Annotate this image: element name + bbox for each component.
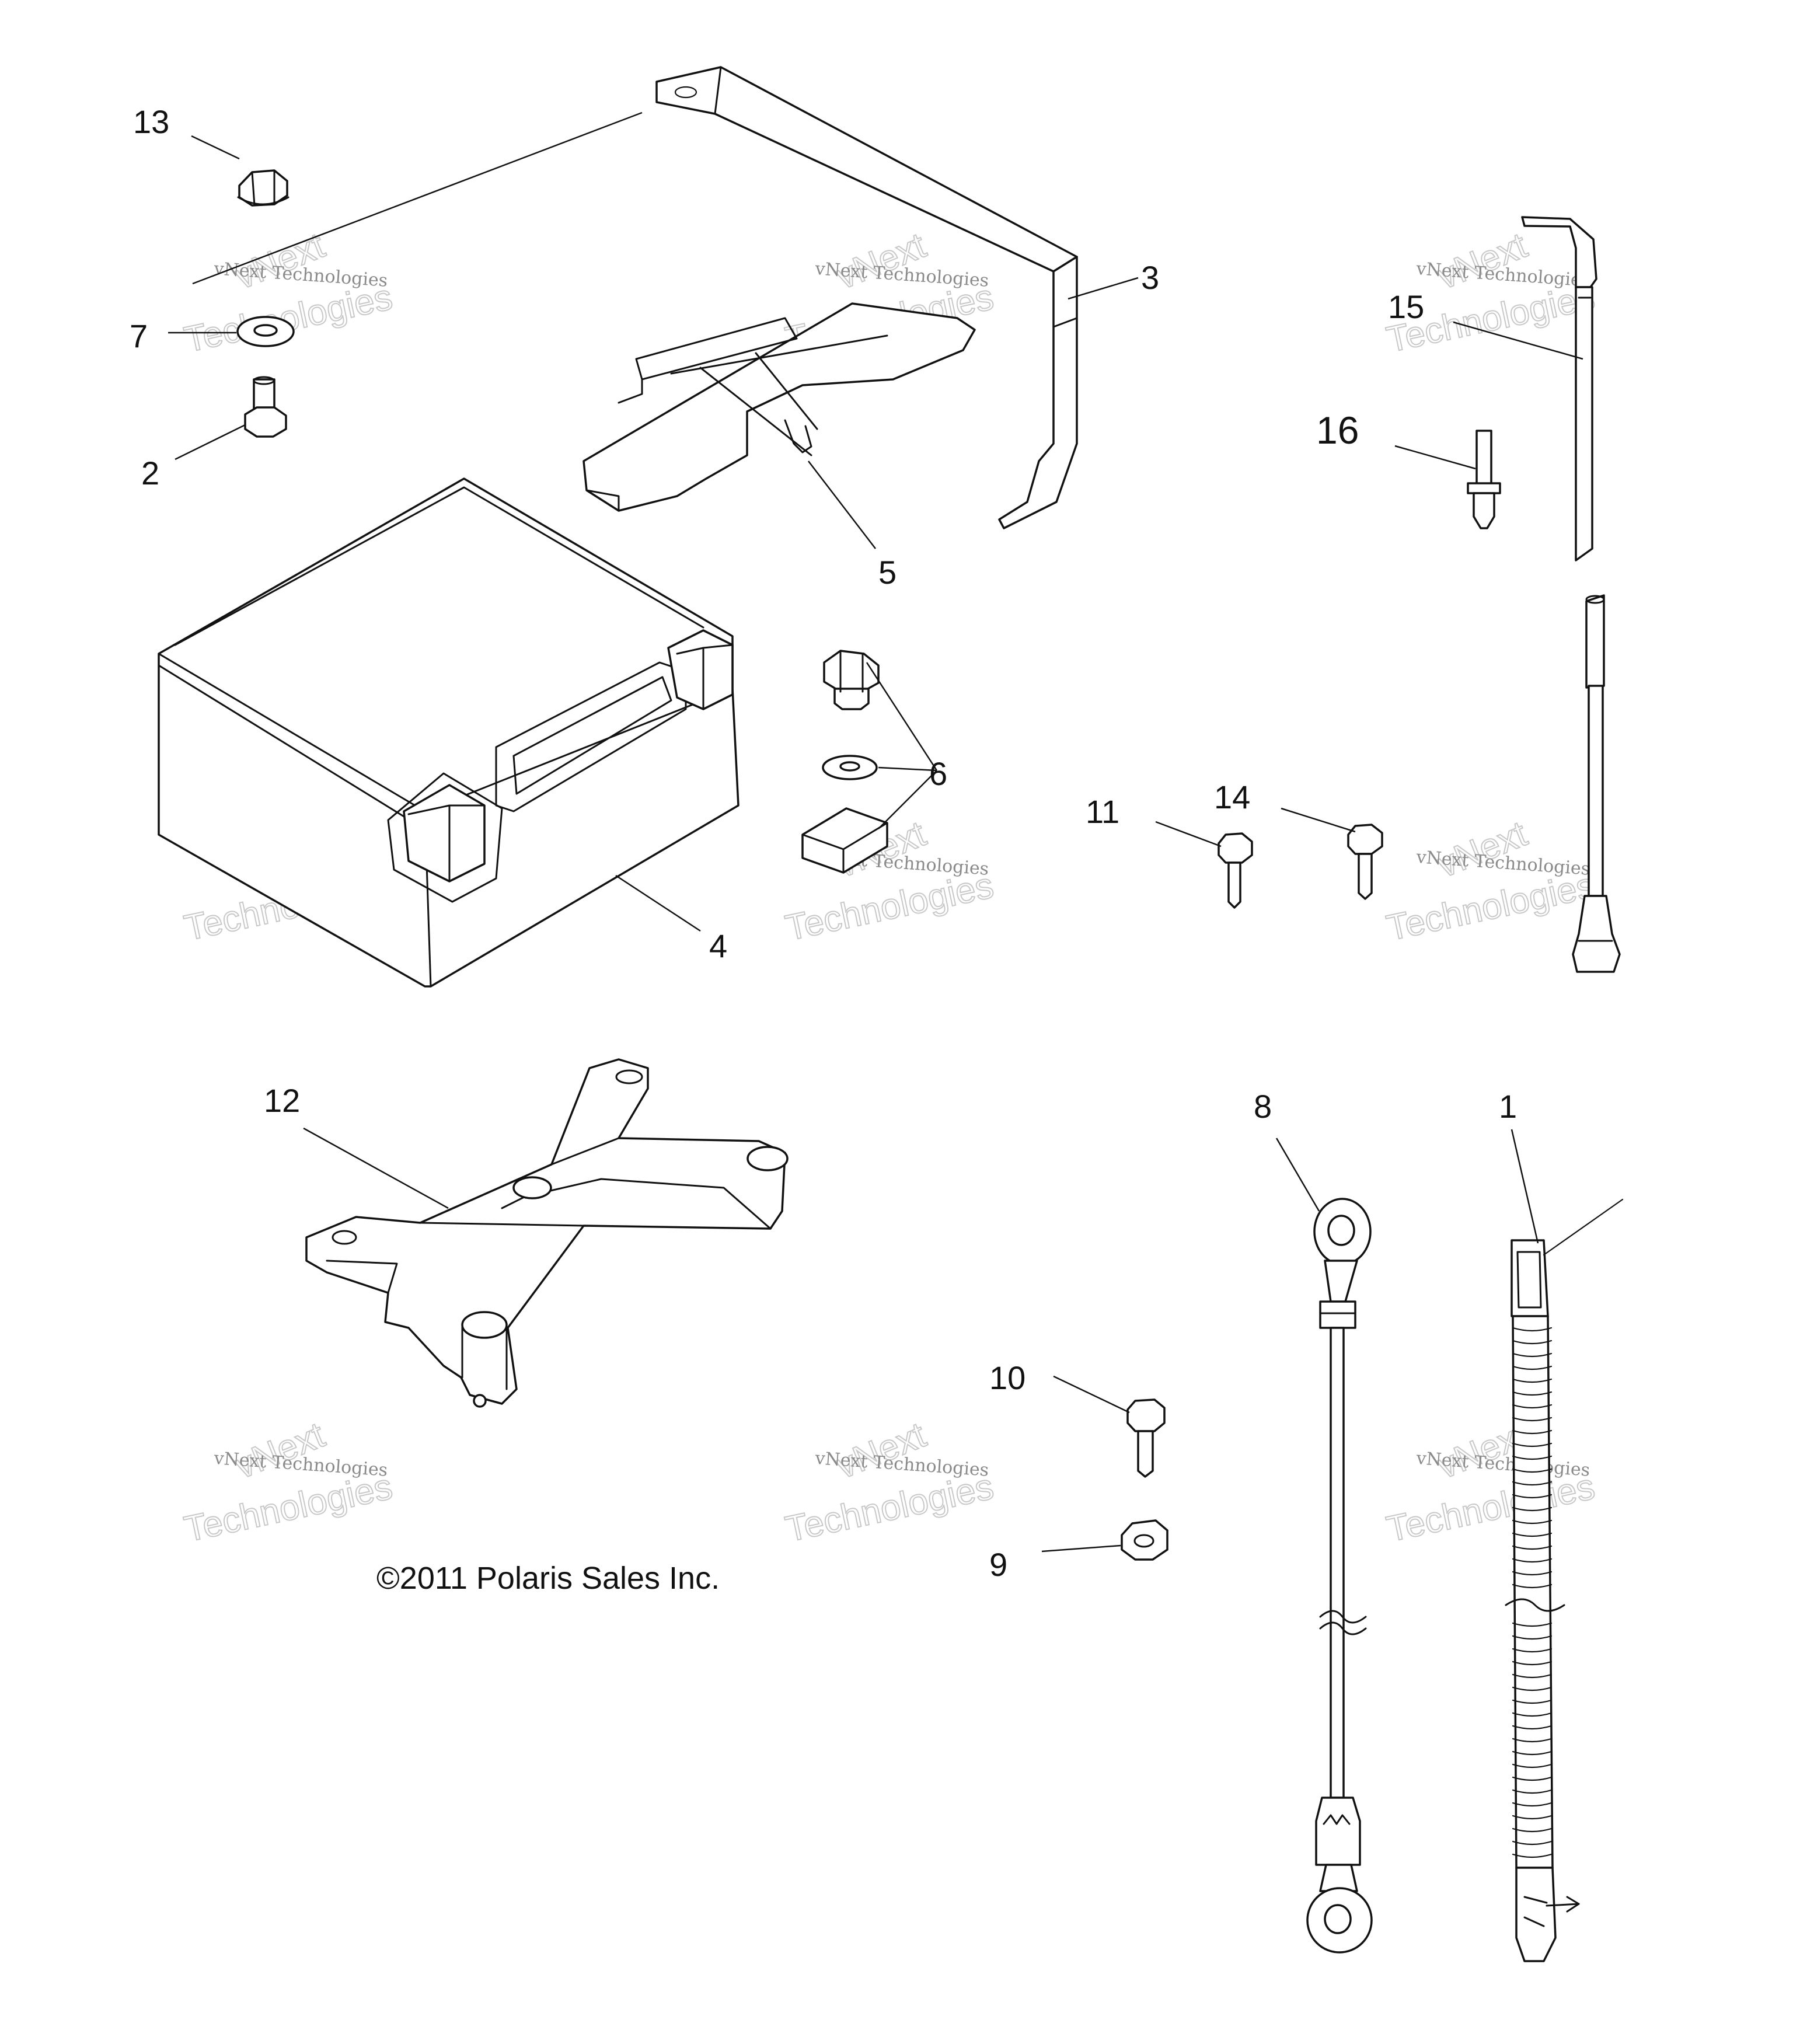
part-7-washer: [236, 316, 295, 347]
copyright-notice: ©2011 Polaris Sales Inc.: [376, 1561, 720, 1596]
conduit-rib: [1512, 1699, 1553, 1704]
part-6-terminal-hardware: [801, 650, 888, 874]
callout-numbers: 13 7 2 3 5 4 6 11 14 16 15 12 10 9 8 1: [130, 103, 1517, 1583]
conduit-rib: [1512, 1648, 1553, 1653]
leader-lines: [168, 111, 1583, 1553]
conduit-rib: [1512, 1840, 1553, 1846]
callout-11: 11: [1086, 793, 1119, 830]
conduit-rib: [1512, 1378, 1553, 1383]
part-10-bolt: [1126, 1398, 1166, 1478]
part-15-cable-top: [1521, 216, 1597, 561]
conduit-rib: [1512, 1365, 1553, 1370]
callout-15: 15: [1388, 288, 1424, 325]
conduit-rib: [1512, 1506, 1553, 1512]
callout-6: 6: [929, 755, 947, 792]
conduit-rib: [1512, 1853, 1553, 1858]
conduit-rib: [1512, 1661, 1553, 1666]
conduit-rib: [1512, 1442, 1553, 1447]
svg-text:Technologies: Technologies: [782, 865, 997, 948]
conduit-rib: [1512, 1468, 1553, 1473]
conduit-rib: [1512, 1340, 1553, 1345]
conduit-rib: [1512, 1776, 1553, 1781]
conduit-rib: [1512, 1481, 1553, 1486]
conduit-rib: [1512, 1622, 1553, 1627]
conduit-rib: [1512, 1417, 1553, 1422]
watermark-9: vNext vNext Technologies Technologies: [1383, 1414, 1599, 1550]
watermark-8: vNext vNext Technologies Technologies: [782, 1414, 997, 1550]
conduit-rib: [1512, 1802, 1553, 1807]
callout-5: 5: [878, 554, 896, 591]
part-16-push-rivet: [1467, 430, 1501, 529]
conduit-rib: [1512, 1571, 1553, 1576]
conduit-rib: [1512, 1404, 1553, 1409]
callout-9: 9: [989, 1546, 1007, 1583]
svg-text:Technologies: Technologies: [1383, 1466, 1598, 1550]
part-5-battery-pad: [582, 302, 976, 512]
svg-text:Technologies: Technologies: [1383, 865, 1598, 948]
conduit-rib: [1512, 1686, 1553, 1691]
part-14-bolt: [1347, 824, 1383, 900]
conduit-rib: [1512, 1558, 1553, 1563]
callout-8: 8: [1254, 1088, 1272, 1125]
part-3-hold-down-strap: [655, 66, 1078, 529]
part-12-battery-bracket: [305, 1058, 789, 1408]
callout-7: 7: [130, 318, 148, 354]
callout-12: 12: [264, 1082, 300, 1119]
conduit-rib: [1512, 1750, 1553, 1756]
watermark-7: vNext vNext Technologies Technologies: [180, 1414, 396, 1550]
part-11-bolt: [1218, 832, 1253, 909]
conduit-rib: [1512, 1763, 1553, 1769]
callout-3: 3: [1141, 259, 1159, 296]
conduit-rib: [1512, 1327, 1553, 1332]
part-13-flange-nut: [237, 169, 289, 207]
callout-16: 16: [1316, 409, 1359, 452]
part-1-harness-conduit: [1505, 1198, 1624, 1962]
callout-2: 2: [141, 455, 159, 491]
conduit-rib: [1512, 1352, 1553, 1358]
conduit-rib: [1512, 1725, 1553, 1730]
conduit-rib: [1512, 1519, 1553, 1525]
conduit-rib: [1512, 1494, 1553, 1499]
svg-text:Technologies: Technologies: [782, 1466, 997, 1550]
callout-10: 10: [989, 1359, 1025, 1396]
part-15-cable-bottom: [1572, 594, 1621, 973]
conduit-rib: [1512, 1815, 1553, 1820]
conduit-rib: [1512, 1391, 1553, 1396]
conduit-rib: [1512, 1827, 1553, 1833]
conduit-rib: [1512, 1738, 1553, 1743]
part-2-bolt: [244, 376, 287, 438]
conduit-rib: [1512, 1583, 1553, 1589]
part-8-ground-cable: [1306, 1198, 1373, 1954]
conduit-rib: [1512, 1532, 1553, 1537]
conduit-rib: [1512, 1673, 1553, 1679]
part-9-nut: [1121, 1519, 1168, 1561]
svg-text:Technologies: Technologies: [181, 277, 396, 360]
part-4-battery: [158, 477, 739, 988]
conduit-rib: [1512, 1635, 1553, 1640]
conduit-rib: [1512, 1789, 1553, 1794]
conduit-rib: [1512, 1545, 1553, 1550]
callout-14: 14: [1214, 779, 1250, 815]
watermark-6: vNext vNext Technologies Technologies: [1383, 813, 1599, 949]
conduit-rib: [1512, 1455, 1553, 1460]
callout-13: 13: [133, 103, 169, 140]
svg-text:Technologies: Technologies: [181, 1466, 396, 1550]
conduit-rib: [1512, 1712, 1553, 1717]
callout-4: 4: [709, 927, 727, 964]
callout-1: 1: [1499, 1088, 1517, 1125]
conduit-ribs: [1512, 1327, 1553, 1858]
conduit-rib: [1512, 1429, 1553, 1435]
